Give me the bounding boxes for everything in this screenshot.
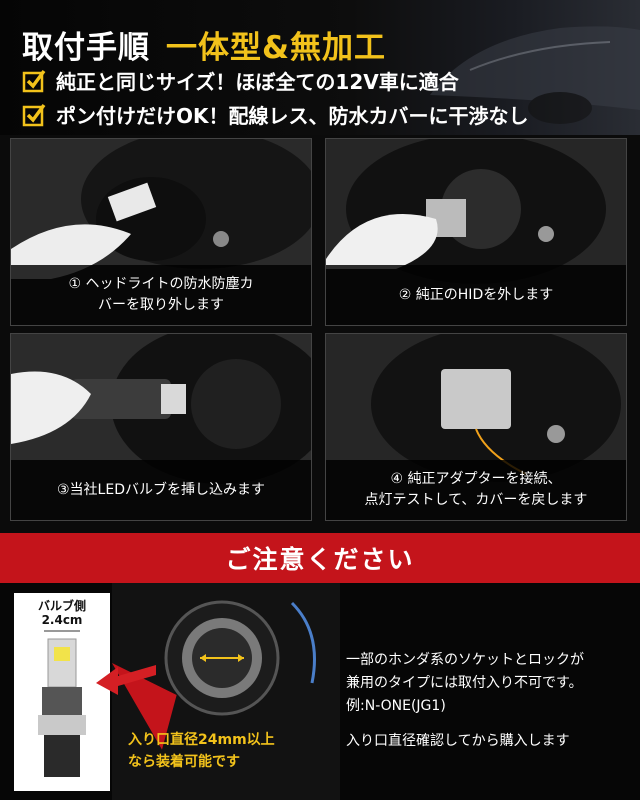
bulb-diagram: バルブ側 2.4cm [14, 593, 110, 791]
feature-item: 純正と同じサイズ！ほぼ全ての12V車に適合 [22, 66, 459, 95]
led-bulb-image [38, 630, 86, 777]
page-title-accent: 一体型&無加工 [166, 30, 387, 66]
red-arrow-icon [96, 665, 156, 695]
step-caption-line: ① ヘッドライトの防水防塵カ [68, 276, 254, 292]
step-caption-line: ② 純正のHIDを外します [398, 286, 554, 303]
step-card-2: ② 純正のHIDを外します [325, 138, 627, 326]
socket-caption: 入り口直径24mm以上 なら装着可能です [128, 729, 338, 773]
socket-caption-line: 入り口直径24mm以上 [128, 732, 275, 748]
step-caption-line: 点灯テストして、カバーを戻します [364, 492, 588, 508]
car-silhouette-image [430, 26, 640, 124]
bulb-size-label: 2.4cm [41, 613, 83, 627]
checkbox-check-icon [22, 69, 46, 92]
step-card-1: ① ヘッドライトの防水防塵カ バーを取り外します [10, 138, 312, 326]
feature-item: ポン付けだけOK！配線レス、防水カバーに干渉なし [22, 100, 529, 129]
step-caption-line: ④ 純正アダプターを接続、 [390, 471, 562, 487]
note-line: 一部のホンダ系のソケットとロックが [346, 652, 584, 668]
caution-section: バルブ側 2.4cm 入り口直径24mm以上 なら装着可能です 一部のホンダ系の… [0, 583, 640, 800]
step-caption: ③当社LEDバルブを挿し込みます [11, 460, 311, 520]
note-line: 兼用のタイプには取付入り不可です。 [346, 675, 583, 691]
note-line: 入り口直径確認してから購入します [346, 733, 570, 749]
bulb-side-label: バルブ側 [37, 599, 86, 613]
checkbox-check-icon [22, 103, 46, 126]
step-card-4: ④ 純正アダプターを接続、 点灯テストして、カバーを戻します [325, 333, 627, 521]
socket-caption-line: なら装着可能です [128, 754, 240, 770]
step-caption-line: バーを取り外します [98, 297, 224, 313]
feature-text: ポン付けだけOK！配線レス、防水カバーに干渉なし [56, 104, 529, 128]
step-caption: ④ 純正アダプターを接続、 点灯テストして、カバーを戻します [326, 460, 626, 520]
step-caption: ① ヘッドライトの防水防塵カ バーを取り外します [11, 265, 311, 325]
note-line: 例:N-ONE(JG1) [346, 698, 446, 714]
page-title: 取付手順 [22, 30, 150, 66]
step-photo-remove-hid [326, 139, 626, 325]
step-caption-line: ③当社LEDバルブを挿し込みます [57, 481, 265, 498]
notice-banner: ご注意ください [0, 533, 640, 583]
step-caption: ② 純正のHIDを外します [326, 265, 626, 325]
title-row: 取付手順 一体型&無加工 [22, 22, 386, 67]
header: 取付手順 一体型&無加工 純正と同じサイズ！ほぼ全ての12V車に適合 ポン付けだ… [0, 0, 640, 135]
notice-title: ご注意ください [225, 545, 415, 574]
feature-text: 純正と同じサイズ！ほぼ全ての12V車に適合 [56, 70, 459, 94]
socket-photo [112, 583, 340, 800]
step-card-3: ③当社LEDバルブを挿し込みます [10, 333, 312, 521]
